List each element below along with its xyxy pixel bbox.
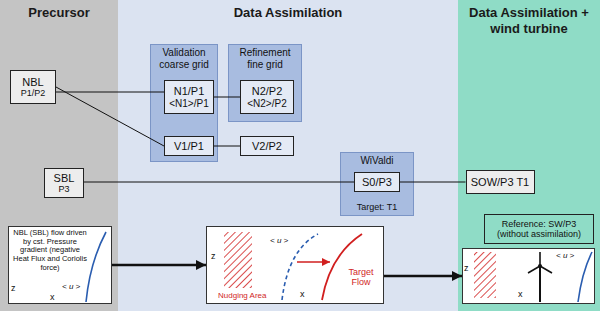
node-text: S0/P3 [362,176,392,189]
process-box: V2/P2 [240,136,294,156]
node-text: N2/P2 [252,85,283,98]
connector [384,275,462,278]
process-box: V1/P1 [164,136,214,156]
node-text: Validation coarse grid [153,47,215,71]
node-text: < u > [62,282,80,291]
turbine-blade [528,266,540,273]
node-text: Reference: SW/P3 (without assimilation) [488,219,590,240]
process-box: S0/P3 [354,172,400,192]
node-text: Nudging Area [218,291,266,300]
node-text: P1/P2 [21,88,46,98]
illustration-box: NBL (SBL) flow driven by cst. Pressure g… [8,226,112,304]
node-text: V2/P2 [252,140,282,153]
nudging-area [474,252,496,298]
node-text: P3 [58,184,69,194]
axis-label: z [211,252,216,261]
turbine-blade [539,252,541,266]
node-text: V1/P1 [174,140,204,153]
node-text: NBL (SBL) flow driven by cst. Pressure g… [13,229,87,272]
axis-label: z [464,264,469,273]
turbine-tower [539,266,541,302]
connector [56,92,164,93]
connector [84,182,354,183]
node-text: WiValdi [360,155,393,167]
axis-label: z [11,284,16,293]
node-text: Data Assimilation + wind turbine [458,5,600,36]
process-box: SOW/P3 T1 [466,170,535,194]
node-text: < u > [270,236,288,245]
axis-label: x [300,290,305,299]
node-text: <N2>/P2 [247,98,286,110]
node-text: Data Assimilation [118,5,458,21]
column-band: PrecursorNBLP1/P2SBLP3NBL (SBL) flow dri… [0,0,118,311]
turbine-blade [540,266,552,273]
connector [214,97,240,98]
node-text: NBL [22,76,43,89]
group-box: WiValdiTarget: T1 S0/P3 [340,152,414,216]
process-box: N1/P1<N1>/P1 [164,80,214,114]
reference-box: Reference: SW/P3 (without assimilation) [484,214,594,244]
turbine-hub [538,264,542,268]
nudging-arrow [297,261,330,263]
connector [56,87,164,146]
process-box: NBLP1/P2 [10,70,56,104]
process-box: SBLP3 [44,168,84,198]
axis-label: x [518,290,523,299]
velocity-profile [578,252,592,302]
process-box: N2/P2<N2>/P2 [240,80,294,114]
node-text: Target: T1 [357,202,397,213]
node-text: <N1>/P1 [169,98,208,110]
node-text: < u > [556,251,574,260]
target-profile [322,234,362,300]
node-text: SBL [54,172,75,185]
velocity-profile [86,232,106,302]
group-box: Refinement fine gridN2/P2<N2>/P2 [228,44,302,122]
node-text: SOW/P3 T1 [471,176,529,189]
nudging-area [224,232,252,288]
node-text: Precursor [0,5,118,21]
connector [214,146,240,147]
node-text: N1/P1 [174,85,205,98]
node-text: Target Flow [340,267,382,288]
axis-label: x [50,293,55,302]
velocity-profile [282,234,318,300]
connector [112,264,206,267]
node-text: Refinement fine grid [236,47,294,71]
connector [400,182,466,183]
